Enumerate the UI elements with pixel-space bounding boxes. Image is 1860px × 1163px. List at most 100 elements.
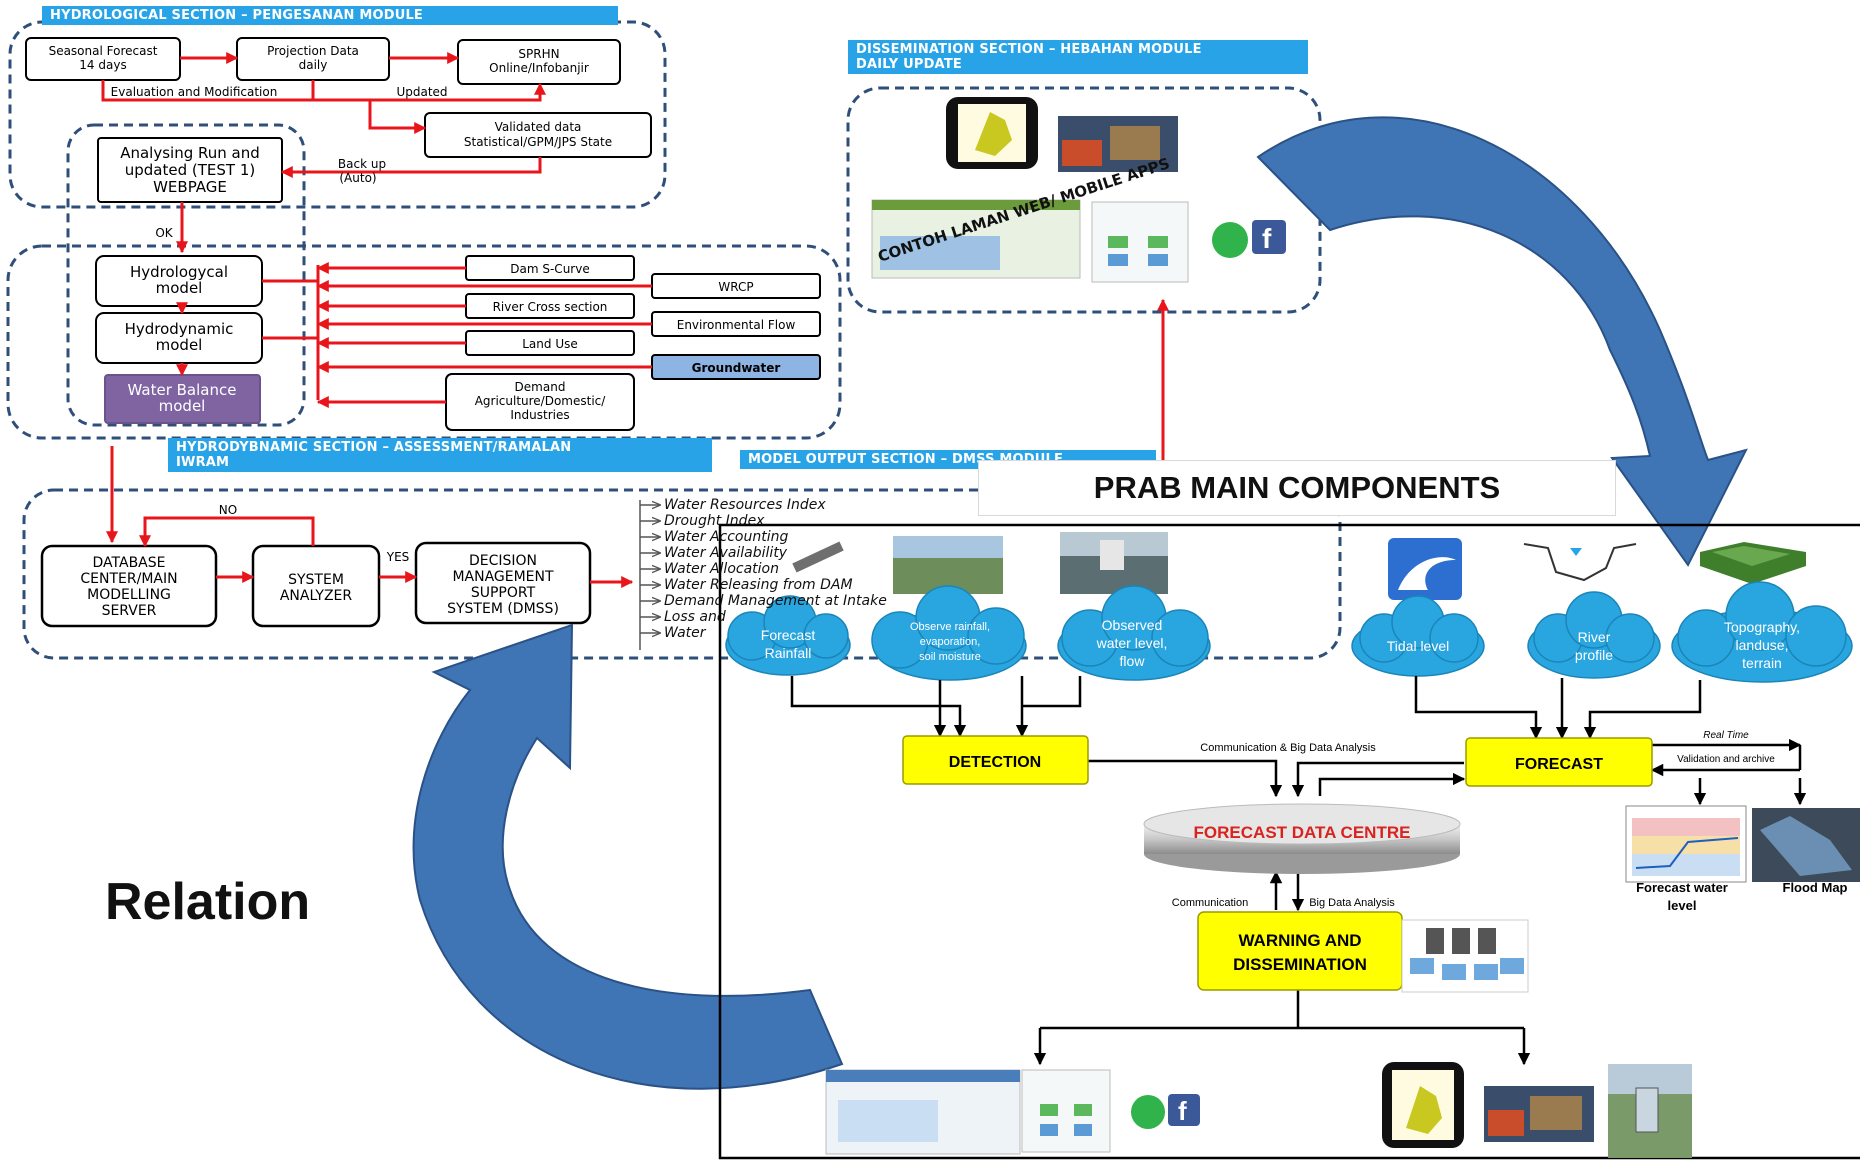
svg-text:Online/Infobanjir: Online/Infobanjir: [489, 61, 589, 75]
cloud-texts: Forecast Rainfall Observe rainfall, evap…: [761, 617, 1800, 671]
svg-text:Statistical/GPM/JPS State: Statistical/GPM/JPS State: [464, 135, 612, 149]
dss-output-item: Drought Index: [664, 513, 765, 529]
river-profile-icon: [1523, 543, 1637, 582]
svg-text:model: model: [156, 336, 203, 354]
svg-text:water level,: water level,: [1096, 635, 1168, 651]
svg-text:daily: daily: [299, 58, 328, 72]
forecast-box: [1465, 737, 1653, 787]
dss-output-item: Water Resources Index: [664, 497, 826, 513]
svg-text:Observed: Observed: [1102, 617, 1163, 633]
servers-image: [1401, 919, 1529, 993]
svg-text:SPRHN: SPRHN: [518, 47, 559, 61]
svg-text:DETECTION: DETECTION: [949, 754, 1041, 771]
svg-text:updated (TEST 1): updated (TEST 1): [125, 161, 255, 179]
svg-text:(Auto): (Auto): [339, 171, 376, 185]
forecast-data-centre-disk: [1143, 803, 1461, 874]
dss-red-lines: [139, 516, 634, 588]
svg-text:Forecast: Forecast: [761, 627, 816, 643]
whatsapp-icon-bottom: [1131, 1095, 1165, 1129]
validated-data-box: [424, 112, 652, 158]
model-output-frame: [22, 488, 1342, 660]
svg-text:WRCP: WRCP: [718, 280, 753, 294]
dissemination-section-header: DISSEMINATION SECTION – HEBAHAN MODULE D…: [848, 40, 1308, 74]
svg-text:Evaluation and Modification: Evaluation and Modification: [111, 85, 278, 99]
svg-text:SUPPORT: SUPPORT: [471, 585, 536, 601]
svg-text:model: model: [159, 397, 206, 415]
analysing-frame: [66, 123, 306, 427]
dss-output-item: Demand Management at Intake: [664, 593, 887, 609]
svg-text:level: level: [1668, 898, 1697, 913]
svg-text:Industries: Industries: [510, 408, 569, 422]
mobile-app-image: [1091, 201, 1189, 283]
svg-text:Land Use: Land Use: [522, 337, 578, 351]
dissemination-frame: [846, 86, 1322, 314]
dss-texts: NO YES DATABASE CENTER/MAIN MODELLING SE…: [80, 503, 559, 619]
svg-text:Communication: Communication: [1172, 897, 1248, 909]
model-texts: Hydrologycal model Hydrodynamic model Wa…: [125, 262, 796, 422]
svg-text:SYSTEM: SYSTEM: [288, 572, 344, 588]
prab-texts: DETECTION FORECAST Communication & Big D…: [949, 730, 1848, 974]
svg-text:Topography,: Topography,: [1724, 619, 1800, 635]
svg-text:Flood Map: Flood Map: [1783, 880, 1848, 895]
prab-flow-lines: [790, 676, 1807, 1066]
svg-text:MANAGEMENT: MANAGEMENT: [452, 569, 554, 585]
svg-text:DISSEMINATION: DISSEMINATION: [1233, 955, 1367, 974]
dss-output-item: Water: [664, 625, 707, 641]
system-analyzer-box: [251, 544, 381, 628]
svg-text:Agriculture/Domestic/: Agriculture/Domestic/: [475, 394, 607, 408]
svg-text:Back up: Back up: [338, 157, 386, 171]
facebook-icon-bottom: [1168, 1094, 1200, 1126]
svg-text:evaporation,: evaporation,: [920, 636, 981, 648]
svg-text:Analysing Run and: Analysing Run and: [120, 144, 260, 162]
dissemination-header-line-2: DAILY UPDATE: [856, 57, 962, 72]
svg-text:Water Balance: Water Balance: [128, 381, 237, 399]
cloud-observed-water-level: [1057, 585, 1211, 681]
svg-text:Seasonal Forecast: Seasonal Forecast: [49, 44, 158, 58]
model-red-lines: [106, 262, 1169, 544]
svg-text:ANALYZER: ANALYZER: [280, 588, 353, 604]
svg-text:Hydrodynamic: Hydrodynamic: [125, 320, 234, 338]
svg-text:WEBPAGE: WEBPAGE: [153, 178, 227, 196]
cloud-observe-rainfall: [871, 585, 1027, 681]
svg-text:NO: NO: [219, 503, 237, 517]
svg-text:Projection Data: Projection Data: [267, 44, 359, 58]
svg-text:DECISION: DECISION: [469, 553, 537, 569]
svg-text:Dam S-Curve: Dam S-Curve: [510, 262, 589, 276]
prab-process-boxes: [902, 735, 1653, 991]
dashed-sections: [6, 20, 1342, 660]
mobile-app-image-bottom: [1021, 1069, 1111, 1153]
cloud-topography: [1671, 581, 1853, 683]
svg-text:MODELLING: MODELLING: [87, 587, 171, 603]
svg-text:WARNING AND: WARNING AND: [1238, 931, 1361, 950]
relation-arrows: [412, 116, 1748, 1090]
hydrodynamic-section-header: HYDRODYBNAMIC SECTION – ASSESSMENT/RAMAL…: [168, 438, 712, 472]
svg-text:Tidal level: Tidal level: [1387, 638, 1450, 654]
dss-boxes: [40, 541, 592, 628]
svg-text:Real Time: Real Time: [1703, 730, 1749, 741]
svg-text:model: model: [156, 279, 203, 297]
dss-output-list: Water Resources Index Drought Index Wate…: [664, 497, 887, 641]
hydrodynamic-section-frame: [6, 244, 842, 440]
svg-text:OK: OK: [155, 226, 173, 240]
detection-box: [902, 735, 1089, 785]
svg-text:SYSTEM (DMSS): SYSTEM (DMSS): [447, 601, 559, 617]
svg-text:Validation and archive: Validation and archive: [1677, 754, 1775, 765]
prab-output-images: f: [825, 805, 1860, 1158]
svg-text:f: f: [1178, 1096, 1187, 1126]
database-box: [40, 544, 218, 628]
svg-text:flow: flow: [1120, 653, 1146, 669]
cloud-river-profile: [1527, 591, 1661, 679]
cloud-tidal-level: [1351, 595, 1485, 677]
svg-text:profile: profile: [1575, 647, 1613, 663]
dss-output-item: Water Availability: [664, 545, 788, 561]
satellite-icon: [792, 541, 844, 573]
svg-text:Forecast water: Forecast water: [1636, 880, 1728, 895]
whatsapp-icon: [1212, 222, 1248, 258]
svg-text:Validated data: Validated data: [495, 120, 582, 134]
hydrological-section-header: HYDROLOGICAL SECTION – PENGESANAN MODULE: [42, 6, 618, 25]
hydro-red-lines: [101, 52, 546, 254]
warning-box: [1197, 911, 1403, 991]
svg-text:soil moisture: soil moisture: [919, 651, 981, 663]
svg-text:Communication & Big Data Analy: Communication & Big Data Analysis: [1200, 742, 1376, 754]
svg-text:Environmental Flow: Environmental Flow: [677, 318, 796, 332]
